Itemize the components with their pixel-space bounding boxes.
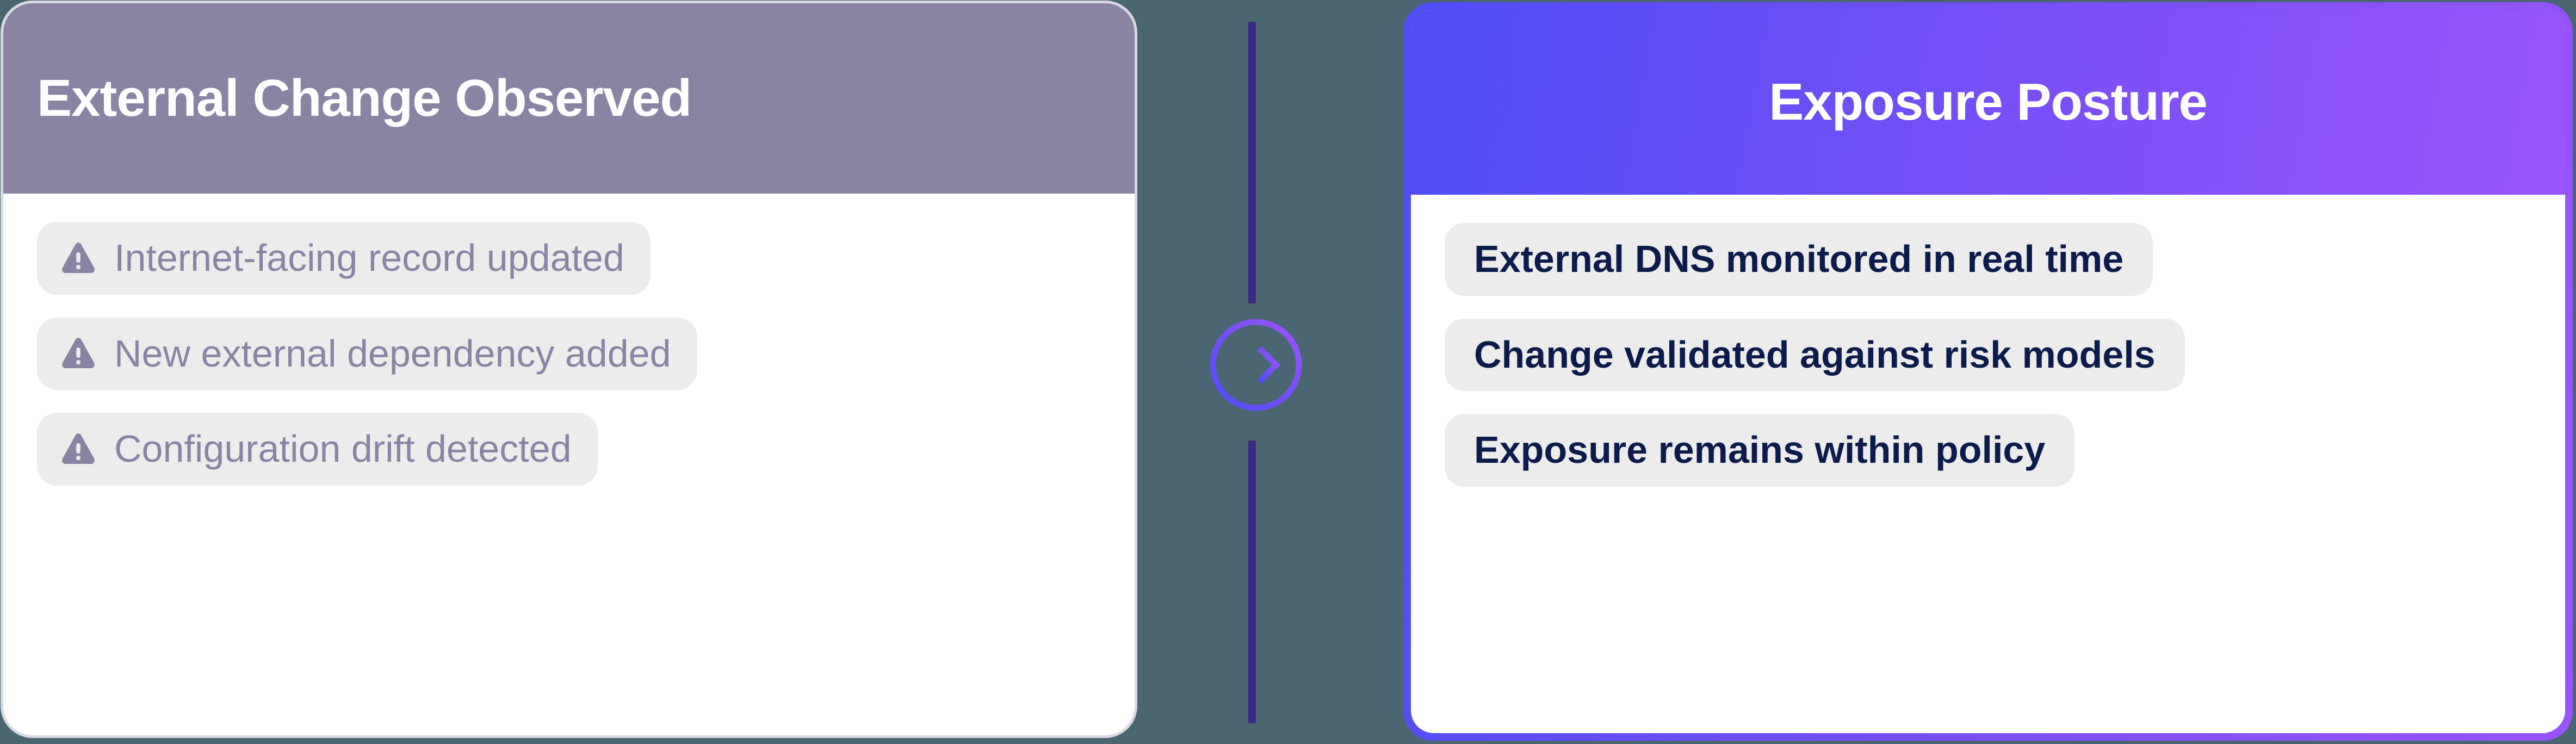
list-item[interactable]: New external dependency added: [37, 317, 697, 390]
external-change-observed-card: External Change Observed Internet-facing…: [3, 3, 1135, 735]
connector-line-top: [1248, 22, 1256, 303]
list-item-label: New external dependency added: [114, 332, 671, 375]
right-card-title: Exposure Posture: [1769, 73, 2208, 131]
list-item[interactable]: Configuration drift detected: [37, 413, 598, 486]
warning-triangle-icon: [61, 337, 96, 370]
arrow-right-circle-icon: [1205, 314, 1306, 416]
right-card-inner: Exposure Posture External DNS monitored …: [1411, 10, 2565, 733]
right-card-body: External DNS monitored in real time Chan…: [1411, 195, 2565, 510]
warning-triangle-icon: [61, 432, 96, 466]
list-item-label: External DNS monitored in real time: [1474, 238, 2124, 280]
list-item[interactable]: Change validated against risk models: [1445, 318, 2185, 391]
left-card-body: Internet-facing record updated New exter…: [3, 194, 1135, 509]
exposure-posture-card: Exposure Posture External DNS monitored …: [1403, 2, 2573, 741]
connector-line-bottom: [1248, 441, 1256, 723]
warning-triangle-icon: [61, 241, 96, 275]
right-card-header: Exposure Posture: [1411, 10, 2565, 195]
flow-connector: [1246, 0, 1259, 744]
list-item-label: Configuration drift detected: [114, 427, 572, 470]
list-item-label: Change validated against risk models: [1474, 333, 2156, 376]
list-item-label: Exposure remains within policy: [1474, 429, 2046, 471]
left-card-header: External Change Observed: [3, 3, 1135, 194]
list-item[interactable]: Exposure remains within policy: [1445, 414, 2075, 487]
list-item[interactable]: External DNS monitored in real time: [1445, 223, 2153, 296]
left-card-title: External Change Observed: [37, 69, 692, 127]
list-item-label: Internet-facing record updated: [114, 237, 624, 279]
list-item[interactable]: Internet-facing record updated: [37, 222, 651, 295]
